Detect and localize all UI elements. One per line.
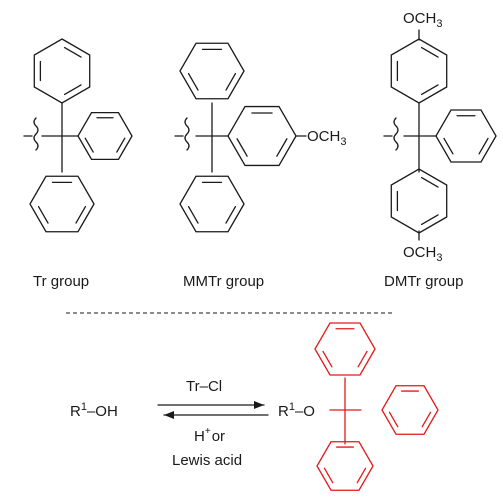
forward-reagent-label: Tr–Cl xyxy=(186,378,222,395)
tr-top-ring-icon xyxy=(33,38,91,104)
dmtr-group-caption: DMTr group xyxy=(384,273,463,290)
tr-right-ring-icon xyxy=(77,111,133,161)
mmtr-group-caption: MMTr group xyxy=(183,273,264,290)
mmtr-right-ring-icon xyxy=(227,105,297,167)
dmtr-group-structure: OCH3 OCH3 xyxy=(383,10,442,264)
dmtr-top-ring-icon xyxy=(390,38,448,104)
product-top-ring-icon xyxy=(314,322,376,376)
product-right-ring-icon xyxy=(381,385,439,435)
product-trityl-structure xyxy=(329,377,362,445)
dmtr-bottom-och3-label: OCH3 xyxy=(403,244,442,264)
lewis-acid-label: Lewis acid xyxy=(172,452,242,469)
reactant-label: R1–OH xyxy=(70,401,118,420)
reaction-scheme: R1–OH Tr–Cl H+or Lewis acid R1–O xyxy=(70,377,362,469)
tr-bottom-ring-icon xyxy=(29,175,95,233)
mmtr-top-ring-icon xyxy=(179,42,245,100)
equilibrium-arrows xyxy=(157,401,269,419)
product-label: R1–O xyxy=(278,401,315,420)
dmtr-right-ring-icon xyxy=(435,109,497,163)
dmtr-bottom-ring-icon xyxy=(390,168,448,234)
mmtr-group-structure: OCH3 xyxy=(174,102,346,173)
product-bottom-ring-icon xyxy=(316,441,374,491)
tr-group-caption: Tr group xyxy=(33,273,89,290)
mmtr-och3-label: OCH3 xyxy=(307,128,346,148)
reverse-reagent-label: H+or xyxy=(194,426,225,445)
mmtr-bottom-ring-icon xyxy=(179,175,245,233)
dmtr-top-och3-label: OCH3 xyxy=(403,10,442,30)
tr-group-structure xyxy=(23,102,79,173)
